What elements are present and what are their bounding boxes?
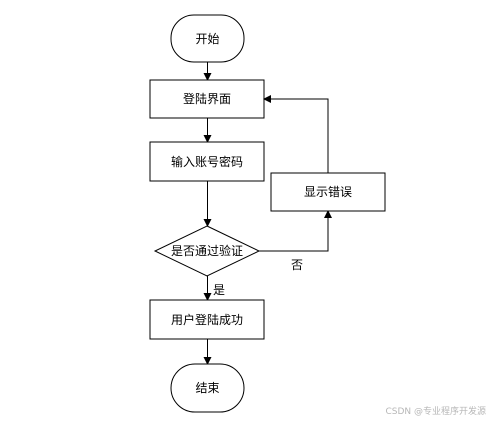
login-success-node: 用户登陆成功 bbox=[149, 299, 265, 340]
end-label: 结束 bbox=[195, 381, 219, 395]
verify-decision-node: 是否通过验证 bbox=[153, 225, 261, 277]
start-node: 开始 bbox=[170, 14, 245, 63]
login-page-node: 登陆界面 bbox=[149, 79, 265, 119]
show-error-label: 显示错误 bbox=[304, 185, 352, 199]
edge-error-to-login bbox=[263, 95, 329, 173]
input-credentials-label: 输入账号密码 bbox=[171, 154, 243, 169]
edge-verify-to-error bbox=[259, 210, 332, 252]
login-success-label: 用户登陆成功 bbox=[171, 312, 243, 327]
no-label: 否 bbox=[291, 258, 303, 272]
show-error-node: 显示错误 bbox=[270, 172, 386, 212]
input-credentials-node: 输入账号密码 bbox=[149, 141, 265, 182]
yes-label: 是 bbox=[213, 283, 225, 297]
watermark-text: CSDN @专业程序开发源 bbox=[385, 405, 486, 417]
login-page-label: 登陆界面 bbox=[183, 91, 231, 106]
end-node: 结束 bbox=[170, 363, 245, 413]
start-label: 开始 bbox=[195, 32, 219, 46]
verify-label: 是否通过验证 bbox=[171, 243, 243, 258]
